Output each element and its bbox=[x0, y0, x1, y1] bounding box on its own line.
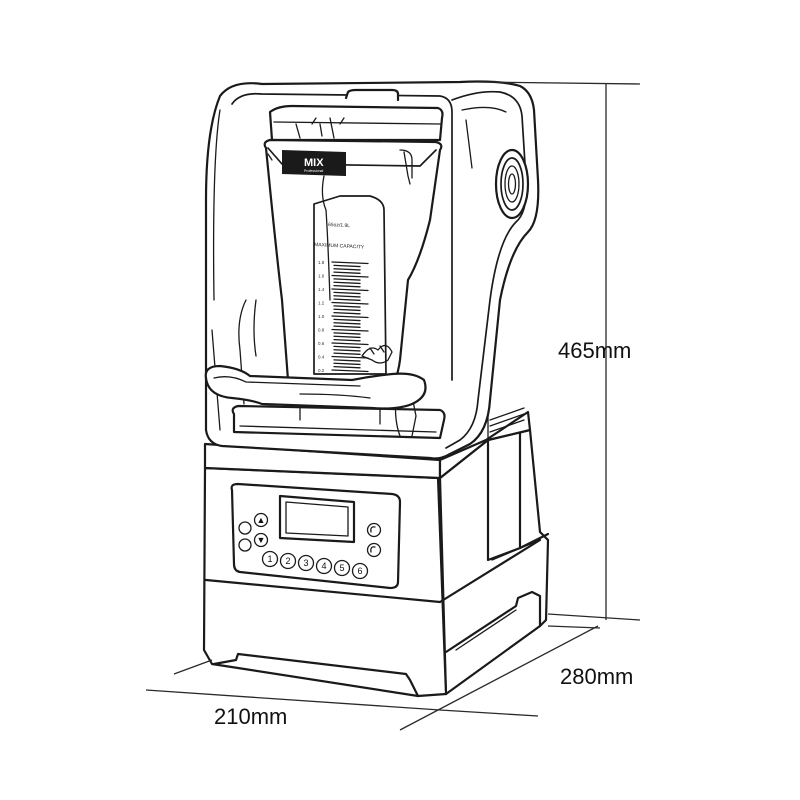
scale-minor-tick bbox=[333, 305, 361, 308]
scale-tick bbox=[331, 261, 369, 265]
jar-capacity-label: MAXIMUM CAPACITY bbox=[314, 242, 365, 251]
width-label: 210mm bbox=[214, 704, 287, 729]
scale-minor-tick bbox=[333, 271, 361, 274]
scale-minor-tick bbox=[333, 345, 361, 349]
scale-minor-tick bbox=[333, 352, 361, 355]
jar-volume-label: 65oz/1.9L bbox=[328, 222, 350, 229]
scale-minor-tick bbox=[333, 281, 361, 285]
program-button-3[interactable] bbox=[297, 554, 315, 572]
program-button-4-label: 4 bbox=[321, 561, 326, 571]
pulse-button[interactable] bbox=[366, 542, 382, 558]
program-button-6-label: 6 bbox=[357, 566, 362, 576]
scale-tick bbox=[331, 288, 369, 292]
program-button-6[interactable] bbox=[351, 562, 369, 580]
scale-label: 0.4 bbox=[318, 355, 325, 360]
scale-minor-tick bbox=[333, 335, 361, 339]
scale-minor-tick bbox=[333, 291, 361, 295]
scale-minor-tick bbox=[333, 338, 361, 342]
scale-label: 1.2 bbox=[318, 301, 325, 306]
scale-label: 0.2 bbox=[318, 368, 325, 373]
scale-minor-tick bbox=[333, 295, 361, 298]
scale-label: 1.8 bbox=[318, 260, 325, 265]
scale-label: 1.6 bbox=[318, 274, 325, 279]
up-arrow-label: ▲ bbox=[257, 515, 266, 525]
blender-jar: MIX Professional 65oz/1.9L MAXIMUM CAPAC… bbox=[231, 104, 446, 440]
jar-scale: 1.8 1.6 1.4 1.2 1.0 0.8 0.6 0.4 0.2 bbox=[318, 260, 369, 373]
height-label: 465mm bbox=[558, 338, 631, 363]
scale-tick bbox=[331, 369, 369, 373]
scale-minor-tick bbox=[333, 278, 361, 281]
control-panel: ▲ ▼ 1 2 3 4 5 6 bbox=[230, 482, 402, 590]
up-arrow-button[interactable] bbox=[253, 512, 269, 528]
scale-minor-tick bbox=[333, 332, 361, 335]
program-button-1[interactable] bbox=[261, 550, 279, 568]
scale-minor-tick bbox=[333, 264, 361, 268]
jar-logo: MIX Professional bbox=[282, 150, 346, 176]
down-arrow-label: ▼ bbox=[257, 535, 266, 545]
program-button-2-label: 2 bbox=[285, 556, 290, 566]
scale-label: 1.0 bbox=[318, 314, 325, 319]
down-arrow-button[interactable] bbox=[253, 532, 269, 548]
scale-label: 0.8 bbox=[318, 328, 325, 333]
left-button-upper[interactable] bbox=[238, 521, 252, 535]
scale-minor-tick bbox=[333, 298, 361, 301]
side-knob bbox=[494, 148, 530, 220]
dimension-labels: 465mm 280mm 210mm bbox=[214, 338, 633, 729]
scale-label: 1.4 bbox=[318, 287, 325, 292]
program-button-5[interactable] bbox=[333, 559, 351, 577]
scale-minor-tick bbox=[333, 322, 361, 325]
power-button[interactable] bbox=[366, 522, 382, 538]
scale-minor-tick bbox=[333, 284, 361, 288]
program-button-3-label: 3 bbox=[303, 558, 308, 568]
width-dimension-line bbox=[145, 689, 441, 711]
scale-tick bbox=[331, 355, 369, 359]
scale-minor-tick bbox=[333, 349, 361, 352]
dimension-lines bbox=[145, 81, 641, 731]
jar-logo-subtitle: Professional bbox=[304, 169, 323, 173]
scale-tick bbox=[331, 342, 369, 346]
scale-label: 0.6 bbox=[318, 341, 325, 346]
jar-logo-text: MIX bbox=[304, 157, 324, 169]
scale-minor-tick bbox=[333, 362, 361, 366]
program-button-4[interactable] bbox=[315, 557, 333, 575]
program-buttons: 1 2 3 4 5 6 bbox=[261, 550, 369, 580]
enclosure-handle bbox=[204, 364, 427, 410]
scale-minor-tick bbox=[333, 311, 361, 315]
scale-tick bbox=[331, 301, 369, 305]
left-button-lower[interactable] bbox=[238, 538, 252, 552]
program-button-2[interactable] bbox=[279, 552, 297, 570]
scale-minor-tick bbox=[333, 268, 361, 271]
scale-minor-tick bbox=[333, 308, 361, 312]
lcd-display bbox=[278, 494, 356, 544]
scale-tick bbox=[331, 315, 369, 319]
scale-tick bbox=[331, 328, 369, 332]
scale-minor-tick bbox=[333, 365, 361, 369]
program-button-5-label: 5 bbox=[339, 563, 344, 573]
scale-minor-tick bbox=[333, 359, 361, 362]
scale-minor-tick bbox=[333, 318, 361, 322]
depth-label: 280mm bbox=[560, 664, 633, 689]
scale-minor-tick bbox=[333, 325, 361, 328]
program-button-1-label: 1 bbox=[267, 554, 272, 564]
scale-tick bbox=[331, 274, 369, 278]
depth-dimension-line bbox=[399, 625, 599, 731]
